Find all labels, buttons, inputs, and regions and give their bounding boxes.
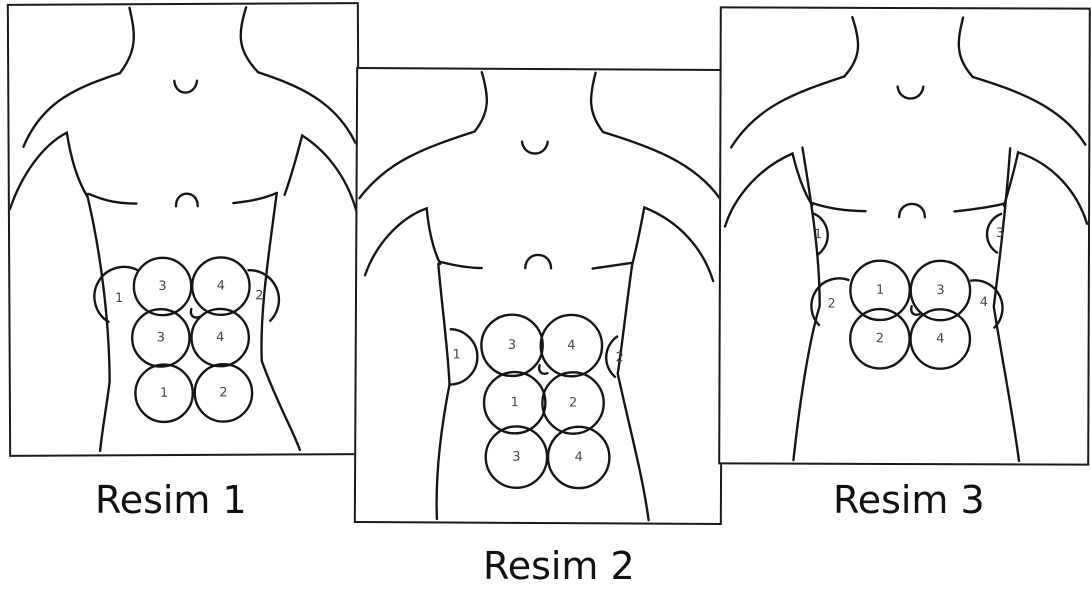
- svg-text:2: 2: [569, 395, 577, 410]
- torso-diagram-1: 1 3 4 2 3 4 1 2: [9, 4, 359, 455]
- svg-text:2: 2: [255, 288, 263, 303]
- arm-left: [725, 153, 812, 227]
- neck-right: [959, 18, 973, 77]
- svg-text:4: 4: [575, 450, 583, 465]
- jugular-notch: [898, 87, 924, 99]
- shoulder-right: [258, 72, 355, 144]
- figure-panel-3: 1 3 2 1 3 4 2 4: [718, 6, 1091, 465]
- chest-line-right: [233, 193, 277, 203]
- arm-right: [1004, 152, 1087, 224]
- svg-text:1: 1: [814, 227, 822, 242]
- svg-text:3: 3: [508, 338, 516, 353]
- injection-site-circle: 2: [850, 309, 910, 369]
- shoulder-right: [603, 132, 720, 198]
- injection-site-circle: 2: [542, 372, 604, 434]
- torso-diagram-3: 1 3 2 1 3 4 2 4: [720, 8, 1089, 463]
- svg-text:4: 4: [980, 295, 988, 310]
- injection-site-circle: 3: [134, 258, 192, 316]
- flank-right: [261, 193, 300, 450]
- svg-text:4: 4: [217, 279, 225, 294]
- injection-site-circle: 3: [486, 426, 548, 488]
- injection-site-circle: 4: [541, 315, 603, 377]
- svg-text:1: 1: [115, 291, 123, 306]
- figure-caption-3: Resim 3: [833, 478, 985, 522]
- flank-right: [617, 265, 650, 520]
- arm-right: [284, 135, 358, 217]
- svg-text:1: 1: [876, 283, 884, 298]
- injection-site-circle: 3: [911, 261, 971, 321]
- svg-text:2: 2: [219, 385, 227, 400]
- injection-site-circle: 4: [192, 257, 250, 315]
- chest-line-right: [593, 263, 633, 269]
- injection-site-circle: 1: [850, 261, 910, 321]
- jugular-notch: [522, 142, 548, 154]
- navel: [191, 309, 199, 318]
- svg-text:2: 2: [827, 296, 835, 311]
- neck-left: [844, 17, 858, 76]
- injection-site-circle: 1: [135, 364, 193, 422]
- svg-text:1: 1: [511, 395, 519, 410]
- svg-text:4: 4: [567, 338, 575, 353]
- injection-site-side-left: 1: [450, 329, 478, 385]
- arm-right: [632, 207, 713, 281]
- neck-right: [241, 7, 259, 72]
- svg-text:4: 4: [936, 331, 944, 346]
- neck-left: [120, 8, 134, 73]
- chest-line-left: [89, 194, 137, 204]
- svg-text:1: 1: [452, 347, 460, 362]
- arm-left: [9, 133, 87, 210]
- figure-panel-1: 1 3 4 2 3 4 1 2: [7, 2, 361, 457]
- svg-text:2: 2: [876, 331, 884, 346]
- figure-caption-2: Resim 2: [483, 544, 635, 588]
- torso-diagram-2: 1 3 4 2 1 2 3 4: [356, 69, 722, 523]
- injection-site-side-right: 4: [970, 280, 1003, 328]
- svg-text:3: 3: [157, 330, 165, 345]
- injection-site-circle: 2: [195, 364, 253, 422]
- xiphoid-arc: [525, 255, 551, 268]
- xiphoid-arc: [176, 194, 198, 207]
- navel: [539, 365, 547, 374]
- injection-site-circle: 3: [481, 314, 543, 376]
- figure-panel-2: 1 3 4 2 1 2 3 4: [354, 67, 724, 525]
- neck-left: [475, 72, 487, 131]
- chest-line-left: [812, 203, 865, 211]
- svg-text:3: 3: [512, 450, 520, 465]
- flank-left: [87, 194, 110, 451]
- flank-left: [437, 264, 451, 519]
- svg-text:1: 1: [160, 386, 168, 401]
- shoulder-right: [973, 77, 1086, 145]
- chest-line-right: [955, 204, 1004, 212]
- shoulder-left: [23, 73, 120, 147]
- svg-text:3: 3: [996, 226, 1004, 241]
- svg-text:2: 2: [616, 350, 624, 365]
- figure-caption-1: Resim 1: [95, 478, 247, 522]
- shoulder-left: [731, 76, 844, 148]
- injection-site-circle: 1: [484, 372, 546, 434]
- flank-right: [993, 148, 1020, 461]
- svg-text:3: 3: [936, 283, 944, 298]
- shoulder-left: [359, 131, 474, 199]
- injection-site-circle: 3: [132, 309, 190, 367]
- svg-text:4: 4: [216, 330, 224, 345]
- xiphoid-arc: [899, 204, 925, 217]
- chest-line-left: [440, 262, 482, 268]
- injection-site-circle: 4: [910, 309, 970, 369]
- svg-text:3: 3: [158, 279, 166, 294]
- injection-site-circle: 4: [548, 427, 610, 489]
- neck-right: [591, 73, 604, 132]
- jugular-notch: [174, 81, 197, 93]
- arm-left: [365, 208, 441, 276]
